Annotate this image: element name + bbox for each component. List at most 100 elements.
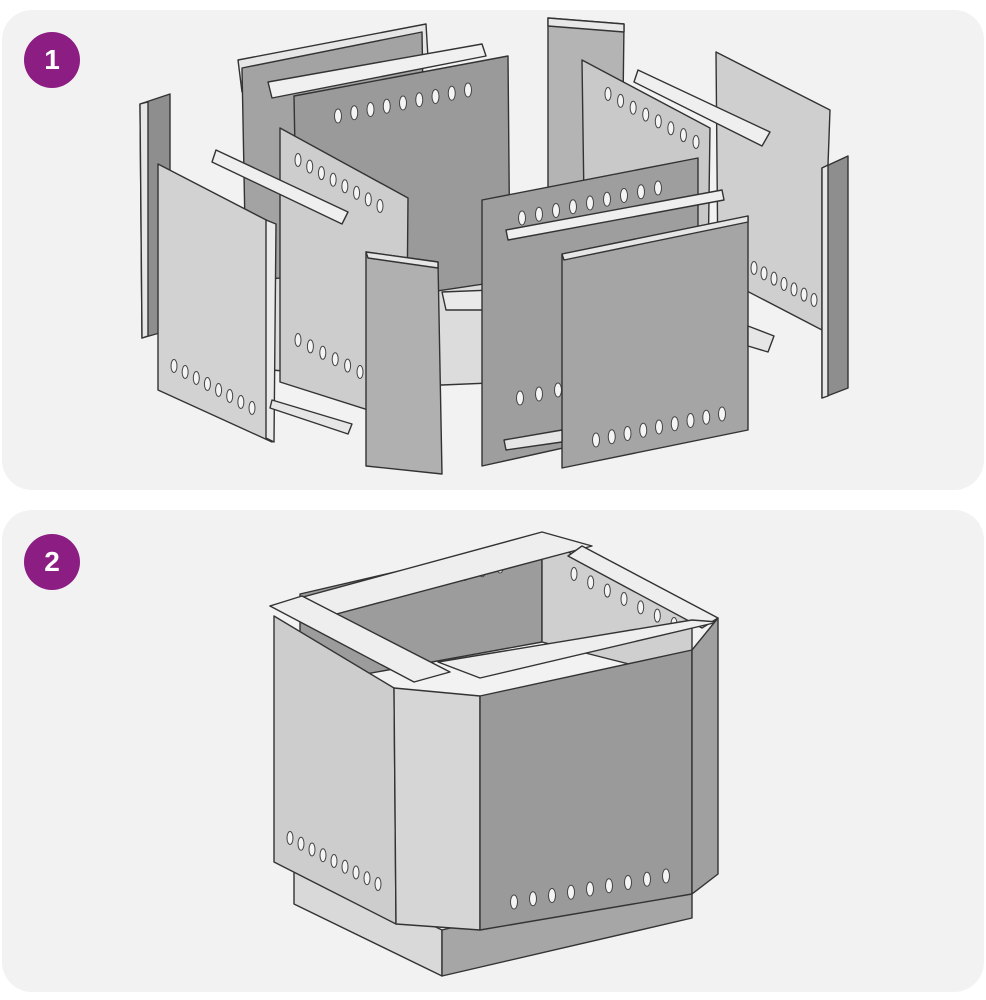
- vent-slot: [623, 426, 632, 441]
- vent-slot: [319, 848, 327, 863]
- vent-slot: [510, 894, 518, 910]
- vent-slot: [376, 199, 384, 213]
- vent-slot: [637, 184, 645, 200]
- vent-slot: [718, 406, 726, 422]
- front-wall: [479, 649, 693, 931]
- step-1-badge: 1: [24, 32, 80, 88]
- far-right-panel-slots: [750, 261, 818, 307]
- vent-slot: [760, 266, 768, 281]
- vent-slot: [670, 416, 679, 432]
- vent-slot: [516, 390, 524, 406]
- vent-slot: [548, 888, 556, 903]
- front-right-panel-slots: [592, 406, 726, 448]
- vent-slot: [624, 875, 632, 890]
- left-chamfer-panel: [393, 687, 481, 931]
- vent-slot: [603, 191, 611, 207]
- middle-left-panel-slots: [294, 153, 384, 379]
- vent-slot: [639, 422, 648, 438]
- vent-slot: [203, 377, 211, 391]
- assembled-box-illustration: [269, 531, 719, 977]
- vent-slot: [248, 401, 256, 415]
- vent-slot: [569, 199, 577, 215]
- vent-slot: [686, 413, 695, 428]
- vent-slot: [226, 389, 234, 403]
- right-chamfer-panel: [691, 617, 719, 895]
- vent-slot: [192, 371, 200, 385]
- vent-slot: [317, 166, 325, 181]
- vent-slot: [620, 592, 628, 606]
- vent-slot: [181, 365, 189, 379]
- vent-slot: [607, 429, 616, 445]
- vent-slot: [364, 192, 372, 207]
- vent-slot: [529, 891, 537, 907]
- vent-slot: [552, 203, 560, 218]
- middle-left-rail: [211, 149, 349, 225]
- left-front-panel-slots: [170, 359, 256, 415]
- vent-slot: [654, 114, 662, 129]
- vent-slot: [215, 383, 223, 397]
- front-right-rail: [505, 189, 725, 241]
- vent-slot: [800, 287, 808, 302]
- front-narrow-panel: [365, 251, 443, 475]
- bottom-rail-right: [503, 429, 563, 451]
- vent-slot: [592, 432, 600, 448]
- vent-slot: [692, 135, 700, 149]
- vent-slot: [286, 831, 294, 845]
- left-outer-wall-slots: [286, 831, 382, 891]
- vent-slot: [294, 333, 302, 347]
- vent-slot: [702, 409, 711, 425]
- vent-slot: [637, 600, 645, 615]
- vent-slot: [399, 95, 407, 111]
- vent-slot: [586, 195, 594, 211]
- far-right-rail: [633, 69, 771, 147]
- back-center-panel-slots: [334, 82, 472, 124]
- vent-slot: [170, 359, 178, 373]
- front-narrow-panel-edge: [365, 251, 439, 269]
- vent-slot: [653, 608, 661, 623]
- vent-slot: [535, 386, 543, 402]
- bottom-rail-far-right: [747, 325, 775, 353]
- vent-slot: [654, 180, 662, 196]
- vent-slot: [352, 865, 360, 880]
- vent-slot: [790, 282, 798, 297]
- vent-slot: [535, 206, 543, 222]
- vent-slot: [603, 583, 611, 598]
- vent-slot: [319, 345, 327, 360]
- vent-slot: [306, 159, 314, 174]
- step-1-panel: 1: [2, 10, 984, 490]
- vent-slot: [382, 98, 391, 114]
- front-wall-slots: [510, 868, 670, 910]
- vent-slot: [750, 261, 758, 275]
- far-right-post-edge: [821, 164, 829, 399]
- vent-slot: [353, 185, 361, 200]
- left-front-panel-edge: [265, 219, 277, 443]
- vent-slot: [570, 567, 578, 581]
- vent-slot: [294, 153, 302, 167]
- left-post-edge: [139, 101, 149, 339]
- vent-slot: [297, 836, 305, 851]
- vent-slot: [447, 85, 456, 101]
- top-rail-right: [567, 545, 719, 629]
- vent-slot: [780, 277, 788, 291]
- vent-slot: [617, 93, 625, 108]
- vent-slot: [629, 100, 637, 115]
- vent-slot: [587, 575, 595, 590]
- vent-slot: [679, 128, 687, 143]
- vent-slot: [350, 105, 359, 121]
- vent-slot: [331, 352, 339, 367]
- vent-slot: [306, 339, 314, 354]
- exploded-panels-illustration: [139, 17, 849, 475]
- front-right-dark-panel-slots: [516, 180, 662, 406]
- vent-slot: [330, 854, 338, 868]
- vent-slot: [431, 89, 440, 104]
- vent-slot: [356, 365, 364, 379]
- vent-slot: [810, 293, 818, 307]
- vent-slot: [604, 87, 612, 101]
- vent-slot: [518, 210, 526, 226]
- vent-slot: [237, 395, 245, 409]
- vent-slot: [415, 92, 424, 108]
- vent-slot: [366, 102, 375, 117]
- vent-slot: [363, 871, 371, 886]
- vent-slot: [605, 878, 613, 894]
- vent-slot: [642, 107, 650, 122]
